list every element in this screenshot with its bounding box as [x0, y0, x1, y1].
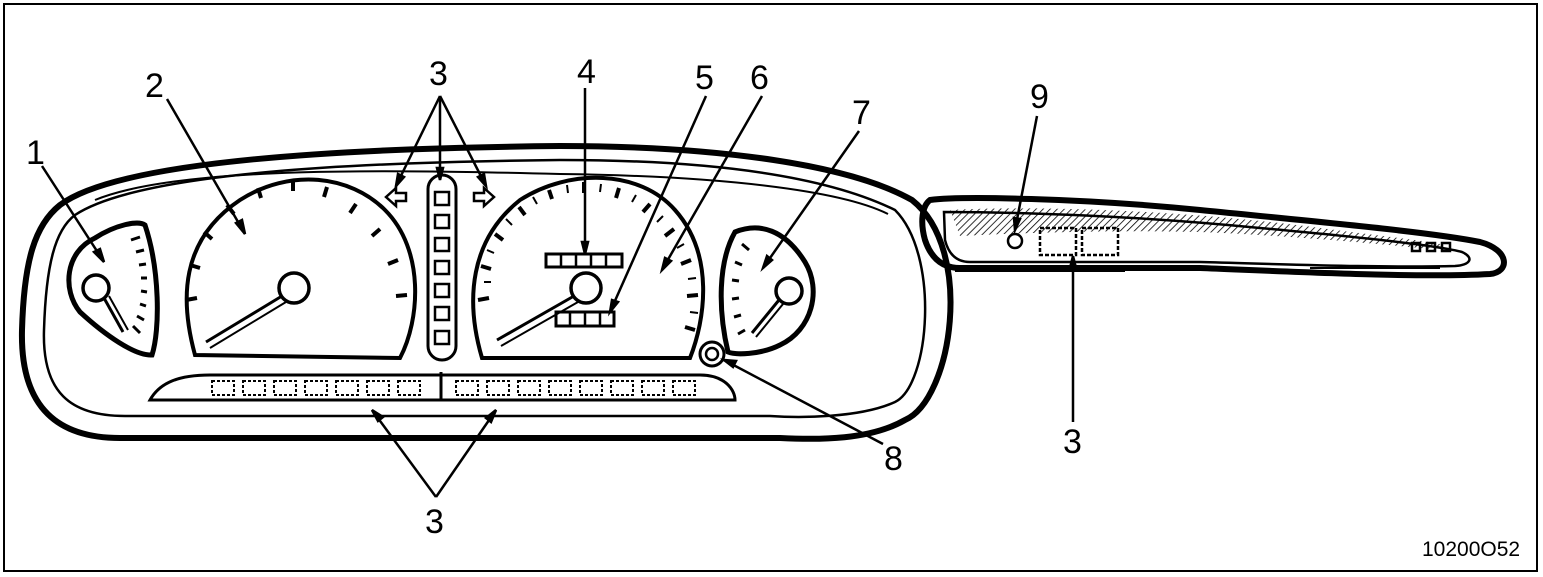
figure-frame — [3, 3, 1538, 572]
right-small-gauge — [718, 225, 816, 357]
right-turn-arrow-icon — [472, 185, 496, 209]
left-large-gauge — [184, 177, 418, 361]
callout-9: 9 — [1030, 78, 1049, 116]
left-small-gauge — [66, 220, 160, 358]
side-view-meter — [919, 195, 1507, 279]
callout-4: 4 — [577, 53, 596, 91]
right-large-gauge — [471, 175, 706, 360]
callout-3-bottom: 3 — [425, 503, 444, 541]
odometer-display — [544, 252, 624, 269]
callout-2: 2 — [145, 67, 164, 105]
trip-meter-display — [554, 310, 616, 328]
figure-code: 10200O52 — [1422, 538, 1520, 561]
left-turn-arrow-icon — [384, 185, 408, 209]
callout-5: 5 — [695, 59, 714, 97]
trip-reset-knob — [698, 340, 726, 368]
callout-3-side: 3 — [1063, 423, 1082, 461]
callout-1: 1 — [26, 134, 45, 172]
callout-7: 7 — [852, 94, 871, 132]
leader-lines — [40, 88, 1078, 498]
center-warning-light-strip — [426, 173, 458, 362]
callout-6: 6 — [750, 59, 769, 97]
callout-8: 8 — [884, 440, 903, 478]
bottom-warning-light-panel — [147, 372, 737, 402]
callout-3-top: 3 — [429, 55, 448, 93]
